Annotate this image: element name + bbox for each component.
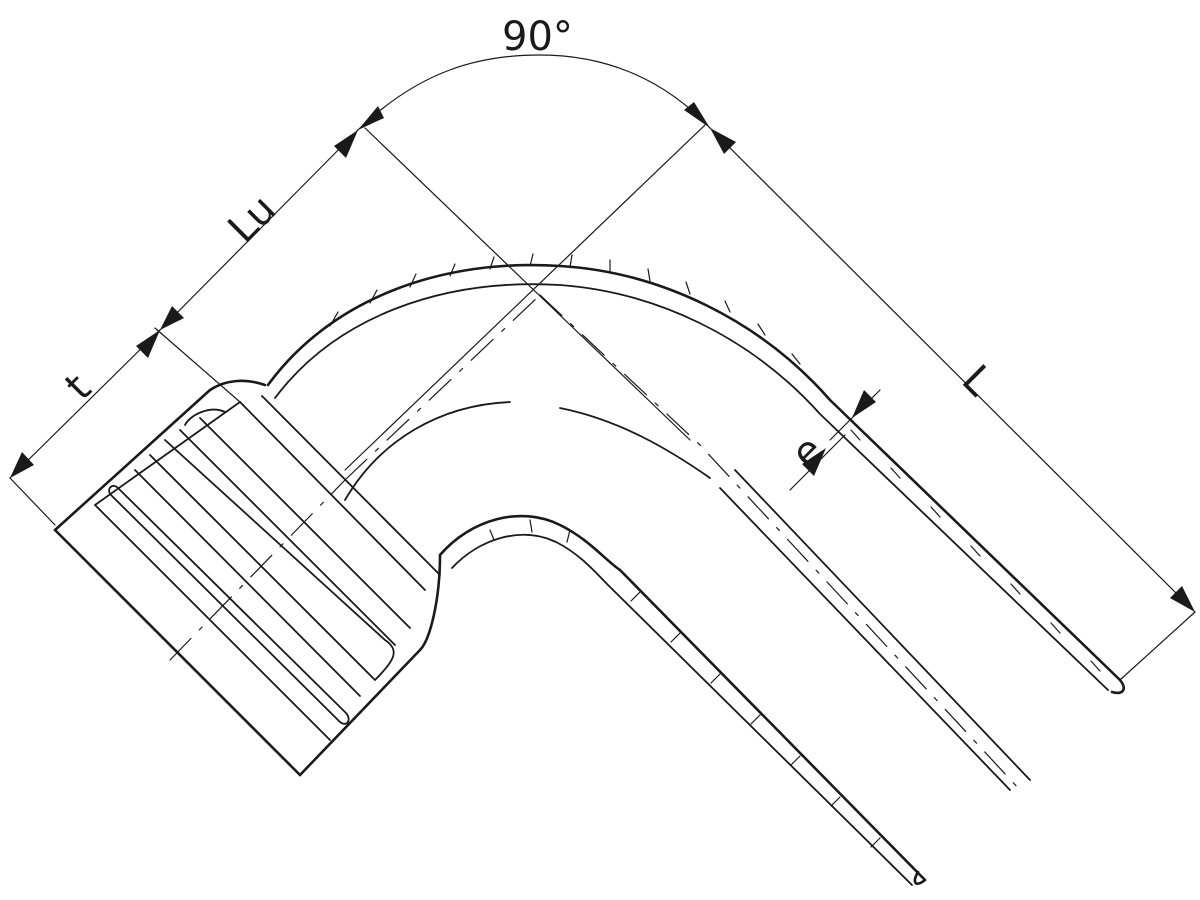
seal-ring-2 (134, 469, 361, 697)
l-dimension-line (709, 127, 1196, 613)
outer-wall-hatch (329, 253, 1101, 672)
seal-ring-1 (108, 484, 350, 725)
seal-ring-3 (149, 439, 395, 681)
angle-arrow-left (358, 106, 384, 130)
inner-bore-curve (344, 401, 511, 501)
socket-groove (179, 408, 411, 646)
overall-length-label: L (953, 357, 1002, 406)
socket-depth-label: t (57, 365, 101, 409)
e-arrow-top (852, 390, 876, 418)
inner-bend-outer-wall (438, 514, 927, 882)
ext-line-socket-depth (154, 327, 241, 403)
wall-thickness-label: e (783, 427, 833, 477)
socket-outer-top (53, 379, 267, 532)
lu-arrow-bottom (160, 306, 184, 330)
inner-bore-curve-2 (559, 407, 711, 479)
angle-label: 90° (502, 14, 573, 60)
socket-outer-bottom (298, 553, 442, 777)
e-arrow-bottom (802, 448, 826, 476)
outer-bend-inner-wall (274, 283, 1109, 691)
useful-length-label: Lu (220, 186, 286, 252)
bore-right-line (734, 469, 1031, 781)
ext-line-end (1119, 611, 1196, 681)
leg-axis-left (344, 294, 541, 481)
inner-bend-inner-wall (451, 534, 913, 886)
socket-bore-top (94, 401, 241, 506)
l-arrow-bottom (1170, 586, 1195, 612)
l-arrow-top (710, 128, 736, 154)
socket (53, 379, 442, 777)
ext-line-right (344, 124, 706, 471)
angle-arrow-right (684, 102, 710, 128)
lu-dimension-line (159, 129, 359, 331)
socket-axis-line (169, 479, 346, 661)
t-arrow-top (136, 330, 160, 358)
leg-axis-right (539, 294, 1021, 791)
elbow-body (266, 253, 1125, 886)
t-arrow-bottom (10, 452, 34, 478)
socket-shoulder-2 (261, 395, 441, 576)
outer-bend-outer-wall (266, 263, 1122, 682)
inner-wall-hatch (489, 519, 881, 848)
socket-shoulder (239, 401, 426, 591)
centre-lines (9, 124, 1196, 791)
angle-dimension-arc (357, 54, 711, 131)
t-dimension-line (9, 329, 161, 479)
socket-mouth-inner (94, 504, 331, 741)
ext-line-socket-mouth (9, 477, 56, 526)
straight-leg-bore-line (719, 487, 1011, 791)
ext-line-left (364, 127, 691, 441)
lu-arrow-top (334, 130, 358, 158)
pipe-end-face (913, 678, 1125, 885)
